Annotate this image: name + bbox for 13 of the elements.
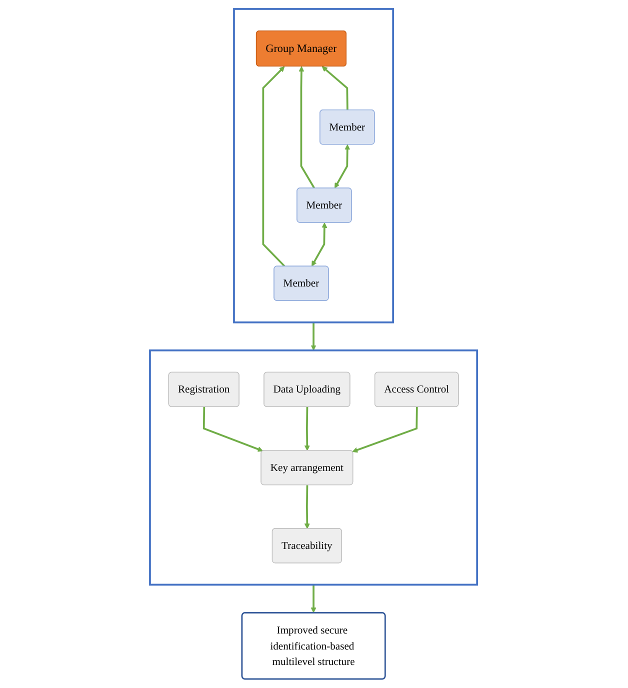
arrow <box>304 407 310 451</box>
arrow <box>312 222 328 266</box>
arrow <box>352 407 418 453</box>
arrow <box>311 584 317 613</box>
arrow <box>311 322 317 351</box>
arrow <box>262 66 286 267</box>
arrow <box>299 66 316 189</box>
arrow <box>334 144 351 188</box>
arrow <box>203 407 264 452</box>
arrow <box>322 66 349 110</box>
arrow <box>304 485 310 529</box>
cluster <box>150 349 478 586</box>
cluster <box>234 8 394 324</box>
